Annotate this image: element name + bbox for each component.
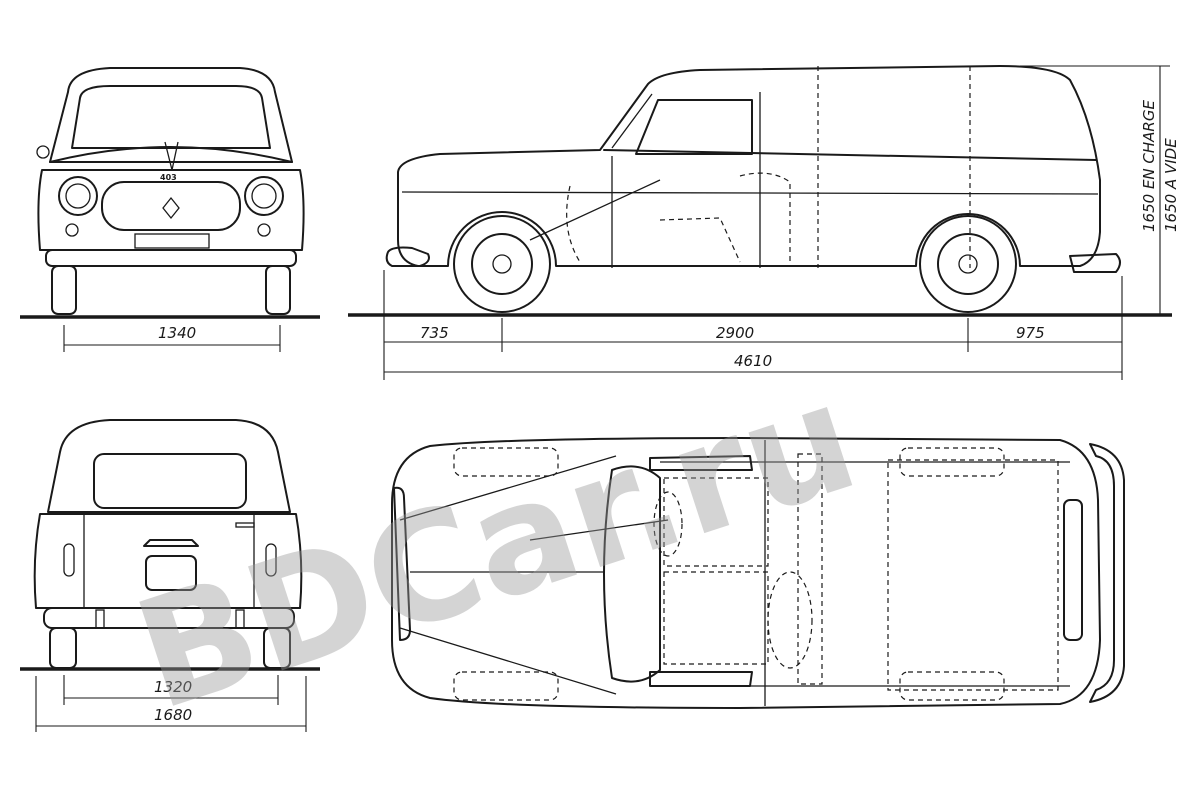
dim-overall-length: 4610 bbox=[734, 352, 772, 370]
model-badge: 403 bbox=[160, 173, 177, 182]
dim-height-empty: 1650 A VIDE bbox=[1162, 138, 1180, 232]
dim-wheelbase: 2900 bbox=[716, 324, 754, 342]
dim-height-loaded: 1650 EN CHARGE bbox=[1140, 100, 1158, 232]
dim-rear-overhang: 975 bbox=[1016, 324, 1045, 342]
side-view: 1650 EN CHARGE 1650 A VIDE 735 2900 975 … bbox=[348, 65, 1180, 380]
dim-rear-track: 1320 bbox=[154, 678, 192, 696]
dim-front-overhang: 735 bbox=[420, 324, 449, 342]
top-view bbox=[391, 437, 1125, 709]
front-view: 403 1340 bbox=[20, 67, 320, 352]
dim-front-track: 1340 bbox=[158, 324, 196, 342]
rear-view: 1320 1680 bbox=[20, 419, 320, 732]
watermark: BDCar.ru bbox=[117, 350, 875, 744]
dim-overall-width: 1680 bbox=[154, 706, 192, 724]
